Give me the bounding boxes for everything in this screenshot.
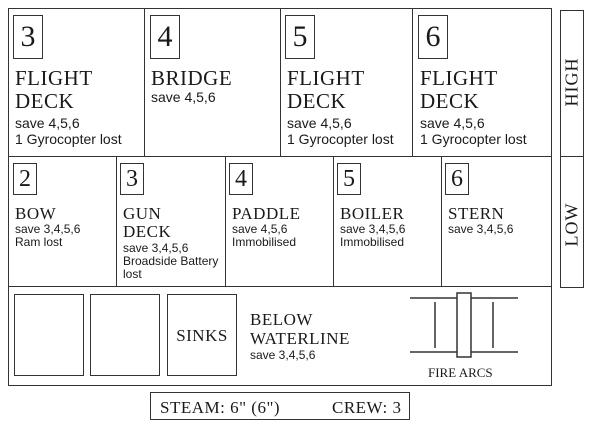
location-note: 1 Gyrocopter lost: [15, 131, 122, 147]
fire-arcs-diagram: [410, 292, 518, 358]
location-number: 4: [150, 15, 180, 59]
location-title: GUN: [123, 204, 162, 223]
location-note-2: lost: [123, 267, 142, 281]
waterline-title-2: WATERLINE: [250, 329, 350, 348]
altitude-high-label: HIGH: [561, 57, 582, 107]
damage-box-2[interactable]: [90, 294, 160, 376]
location-note: 1 Gyrocopter lost: [287, 131, 394, 147]
location-save: save 4,5,6: [151, 89, 216, 105]
row1-divider: [8, 156, 552, 157]
waterline-title: BELOW: [250, 310, 313, 329]
location-title-2: DECK: [287, 89, 347, 113]
location-title-2: DECK: [420, 89, 480, 113]
location-note: Immobilised: [340, 235, 405, 249]
location-title: FLIGHT: [15, 66, 93, 90]
row2-vline-4: [441, 156, 442, 286]
crew-stat: CREW: 3: [332, 398, 402, 417]
location-title-2: DECK: [15, 89, 75, 113]
location-save: save 4,5,6: [15, 115, 80, 131]
altitude-bar: [560, 10, 584, 288]
location-save: save 4,5,6: [232, 222, 288, 236]
row2-vline-2: [225, 156, 226, 286]
location-title: FLIGHT: [420, 66, 498, 90]
location-title: FLIGHT: [287, 66, 365, 90]
location-number: 2: [13, 163, 37, 195]
fire-arcs-label: FIRE ARCS: [428, 365, 493, 380]
location-save: save 3,4,5,6: [15, 222, 81, 236]
location-note: Immobilised: [232, 235, 297, 249]
location-title: BOW: [15, 204, 57, 223]
altitude-low-label: LOW: [561, 202, 582, 247]
location-save: save 3,4,5,6: [340, 222, 406, 236]
sinks-box[interactable]: SINKS: [167, 294, 237, 376]
location-note: Broadside Battery: [123, 254, 219, 268]
location-save: save 3,4,5,6: [123, 241, 189, 255]
location-save: save 4,5,6: [287, 115, 352, 131]
location-title: BRIDGE: [151, 66, 233, 90]
location-number: 6: [418, 15, 448, 59]
location-number: 5: [337, 163, 361, 195]
damage-box-1[interactable]: [14, 294, 84, 376]
altitude-bar-divider: [560, 156, 584, 157]
footer-stats: [150, 392, 410, 420]
location-save: save 3,4,5,6: [448, 222, 514, 236]
sinks-label: SINKS: [176, 325, 228, 345]
row1-vline-1: [144, 8, 145, 156]
location-number: 6: [445, 163, 469, 195]
location-note: Ram lost: [15, 235, 63, 249]
row2-vline-3: [333, 156, 334, 286]
row1-vline-3: [412, 8, 413, 156]
location-title: BOILER: [340, 204, 405, 223]
row2-vline-1: [116, 156, 117, 286]
row1-vline-2: [280, 8, 281, 156]
location-number: 4: [229, 163, 253, 195]
location-number: 3: [13, 15, 43, 59]
location-title: STERN: [448, 204, 505, 223]
location-number: 5: [285, 15, 315, 59]
altitude-low[interactable]: LOW: [560, 156, 584, 288]
row2-divider: [8, 286, 552, 287]
location-title: PADDLE: [232, 204, 301, 223]
steam-stat: STEAM: 6" (6"): [160, 398, 281, 417]
location-title-2: DECK: [123, 222, 172, 241]
location-note: 1 Gyrocopter lost: [420, 131, 527, 147]
waterline-save: save 3,4,5,6: [250, 348, 316, 362]
fire-arc-ship-icon: [456, 292, 472, 358]
location-save: save 4,5,6: [420, 115, 485, 131]
location-number: 3: [120, 163, 144, 195]
altitude-high[interactable]: HIGH: [560, 10, 584, 156]
